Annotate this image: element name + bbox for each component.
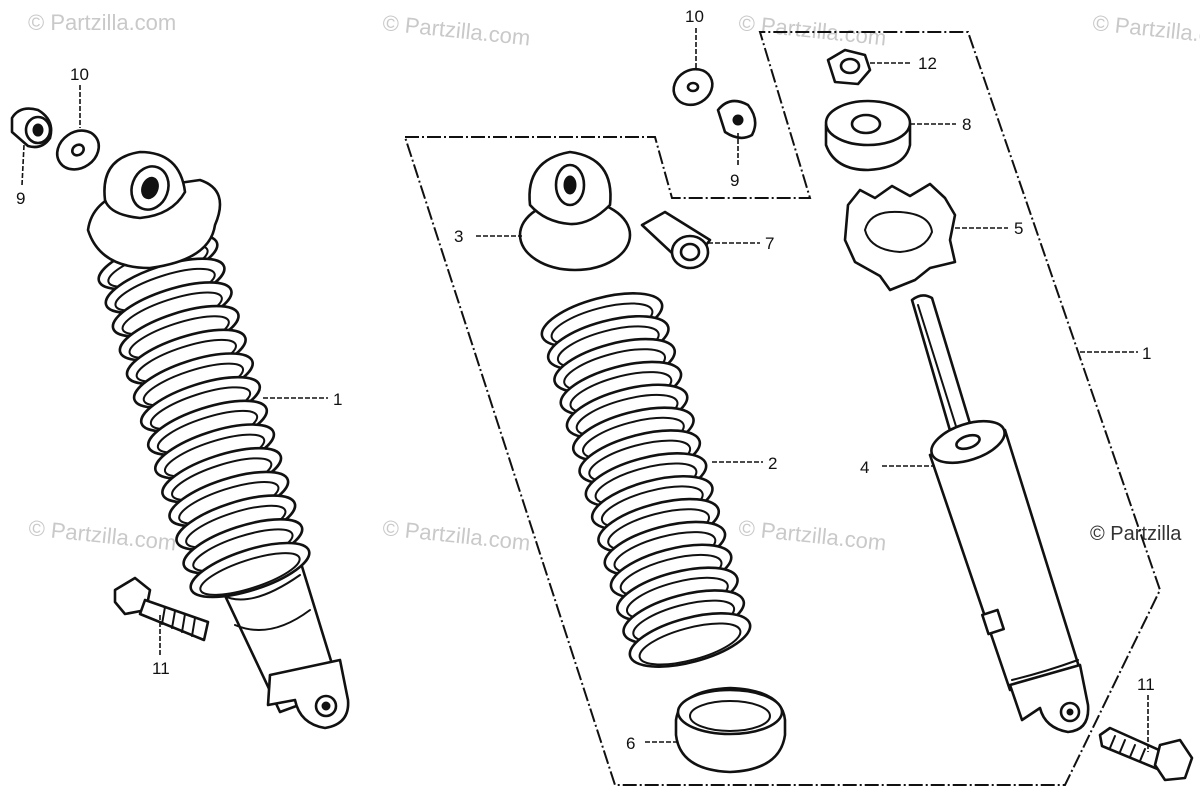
bolt-11-right bbox=[1098, 726, 1194, 782]
watermark-text: © Partzilla.com bbox=[28, 10, 176, 35]
callout-1-left: 1 bbox=[333, 390, 342, 409]
watermark-text: © Partzilla.com bbox=[381, 10, 531, 50]
callout-1-right: 1 bbox=[1142, 344, 1151, 363]
callout-7: 7 bbox=[765, 234, 774, 253]
callout-9-left: 9 bbox=[16, 189, 25, 208]
coil-spring-2 bbox=[540, 292, 752, 668]
callout-11-right: 11 bbox=[1137, 675, 1155, 694]
spring-coil-inner bbox=[199, 552, 301, 596]
lower-seat-6 bbox=[674, 686, 787, 774]
spring-coil bbox=[189, 541, 311, 599]
group-frames bbox=[403, 31, 1162, 786]
assembled-shock-absorber bbox=[86, 150, 350, 730]
watermark-text: © Partzilla.com bbox=[737, 10, 887, 50]
callout-10-left: 10 bbox=[70, 65, 89, 84]
callout-6: 6 bbox=[626, 734, 635, 753]
watermark-side-text: © Partzilla bbox=[1090, 523, 1182, 545]
nut-12 bbox=[826, 48, 872, 86]
left-spring-coils bbox=[97, 233, 311, 599]
spring-seat-3 bbox=[518, 150, 632, 272]
spring-group-frame bbox=[403, 31, 1162, 786]
bushing-7 bbox=[640, 210, 712, 270]
callout-9-mid: 9 bbox=[730, 171, 739, 190]
cap-nut-9-mid bbox=[716, 99, 757, 140]
rubber-bushing-8 bbox=[824, 99, 912, 172]
damper-4 bbox=[910, 294, 1090, 734]
watermark-text: © Partzilla.com bbox=[27, 515, 177, 555]
spring-coil bbox=[628, 612, 752, 668]
spring-adjuster-5 bbox=[843, 182, 957, 292]
callout-2: 2 bbox=[768, 454, 777, 473]
callout-5: 5 bbox=[1014, 219, 1023, 238]
watermark-text: © Partzilla.com bbox=[1091, 10, 1200, 50]
callout-4: 4 bbox=[860, 458, 869, 477]
watermark-text: © Partzilla.com bbox=[381, 515, 531, 555]
callout-8: 8 bbox=[962, 115, 971, 134]
cap-nut-9-left bbox=[10, 107, 53, 149]
leader-lines bbox=[21, 28, 1149, 752]
callout-12: 12 bbox=[918, 54, 937, 73]
washer-10-left bbox=[55, 129, 101, 171]
callout-3: 3 bbox=[454, 227, 463, 246]
callout-11-left: 11 bbox=[152, 659, 170, 678]
spring-coil-inner bbox=[638, 622, 742, 666]
callout-10-top: 10 bbox=[685, 7, 704, 26]
bolt-11-left bbox=[113, 576, 210, 642]
washer-10-top bbox=[672, 67, 714, 107]
watermark-text: © Partzilla.com bbox=[737, 515, 887, 555]
callout-labels: 10 9 1 11 10 9 3 7 2 6 12 8 5 1 4 11 bbox=[16, 7, 1155, 753]
